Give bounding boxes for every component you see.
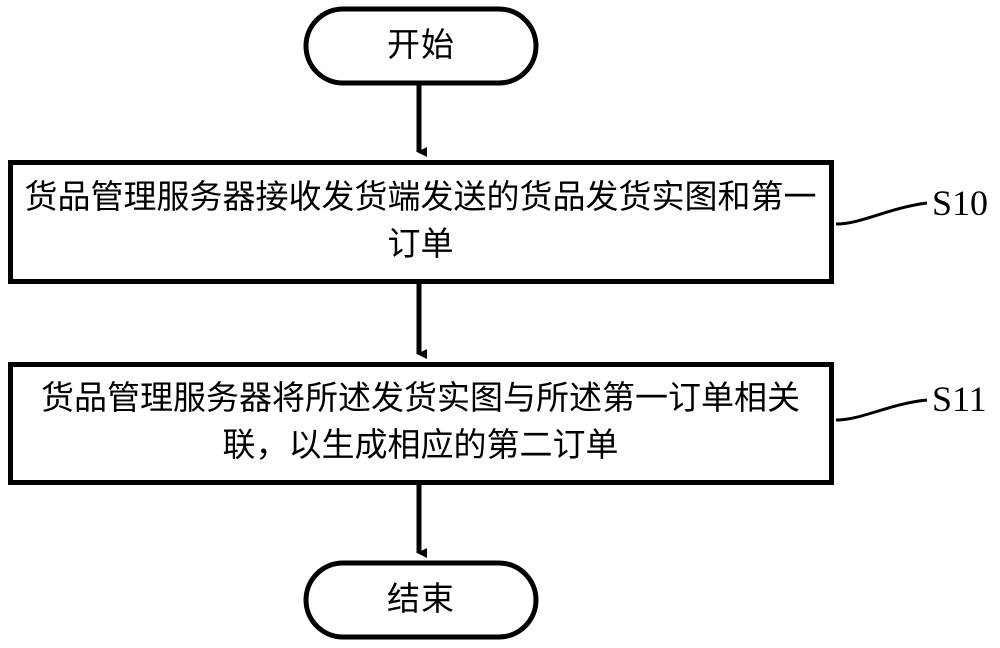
s11-leader-line — [835, 398, 928, 422]
start-node-shape — [303, 6, 539, 86]
s10-step-tag: S10 — [932, 183, 989, 223]
end-node-shape — [303, 560, 539, 640]
s11-node-shape — [8, 362, 834, 485]
s10-leader-line — [835, 201, 928, 226]
s10-node-shape — [8, 160, 834, 284]
s11-step-tag: S11 — [932, 379, 987, 419]
